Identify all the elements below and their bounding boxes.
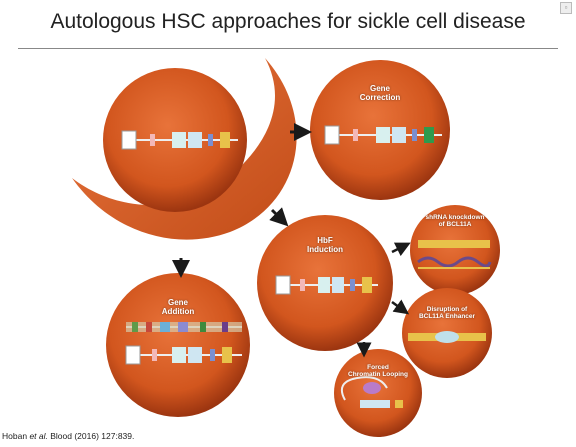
citation-etal: et al. <box>29 431 48 441</box>
gene-construct-hbf <box>275 275 378 295</box>
shrna-visual <box>417 240 492 269</box>
gene-construct-correction <box>324 125 442 145</box>
circle-shrna <box>410 205 500 295</box>
circle-forced-looping <box>334 349 422 437</box>
label-forced-looping: Forced Chromatin Looping <box>348 364 408 378</box>
label-shrna: shRNA knockdown of BCL11A <box>425 214 485 228</box>
label-gene-correction: Gene Correction <box>359 84 401 102</box>
arrow-to-disruption <box>391 299 410 315</box>
crescent-shape <box>72 58 297 240</box>
label-gene-addition: Gene Addition <box>161 298 195 316</box>
slide-title: Autologous HSC approaches for sickle cel… <box>50 10 526 33</box>
slide-corner-icon: ▫ <box>560 2 572 14</box>
citation: Hoban et al. Blood (2016) 127:839. <box>2 431 134 441</box>
looping-visual <box>341 376 403 408</box>
citation-author: Hoban <box>2 431 28 441</box>
gene-construct-start <box>121 130 238 150</box>
circle-gene-addition <box>106 273 250 417</box>
disruption-visual <box>408 331 486 343</box>
citation-ref: Blood (2016) 127:839. <box>50 431 135 441</box>
label-hbf-induction: HbF Induction <box>307 236 343 254</box>
title-divider <box>18 48 558 49</box>
gene-construct-addition <box>125 322 242 365</box>
label-disruption: Disruption of BCL11A Enhancer <box>418 306 476 320</box>
arrow-to-shrna <box>391 242 411 257</box>
arrow-to-hbf <box>269 207 289 227</box>
